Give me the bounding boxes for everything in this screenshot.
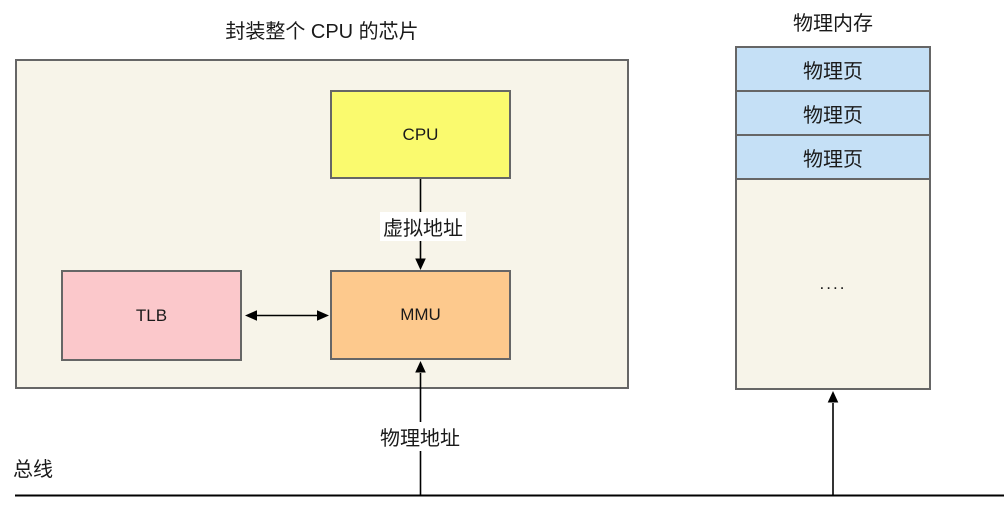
physical-page-label: 物理页	[803, 148, 863, 171]
mmu-label: MMU	[400, 305, 441, 324]
physical-memory-box: 物理页 物理页 物理页 ....	[735, 46, 931, 390]
physical-page-row: 物理页	[737, 92, 929, 136]
cpu-node: CPU	[330, 90, 511, 179]
physical-memory-title: 物理内存	[793, 13, 873, 35]
chip-title: 封装整个 CPU 的芯片	[225, 21, 419, 43]
memory-ellipsis: ....	[819, 274, 847, 293]
tlb-node: TLB	[61, 270, 242, 361]
virtual-address-label: 虚拟地址	[380, 212, 466, 241]
bus-memory-arrow	[827, 391, 839, 495]
physical-page-label: 物理页	[803, 60, 863, 83]
memory-ellipsis-area: ....	[737, 180, 929, 388]
physical-page-row: 物理页	[737, 136, 929, 180]
bus-label: 总线	[13, 459, 53, 481]
physical-page-label: 物理页	[803, 104, 863, 127]
tlb-label: TLB	[135, 305, 168, 325]
mmu-node: MMU	[330, 270, 511, 360]
physical-address-label: 物理地址	[377, 422, 463, 451]
physical-page-row: 物理页	[737, 48, 929, 92]
cpu-label: CPU	[402, 124, 439, 144]
